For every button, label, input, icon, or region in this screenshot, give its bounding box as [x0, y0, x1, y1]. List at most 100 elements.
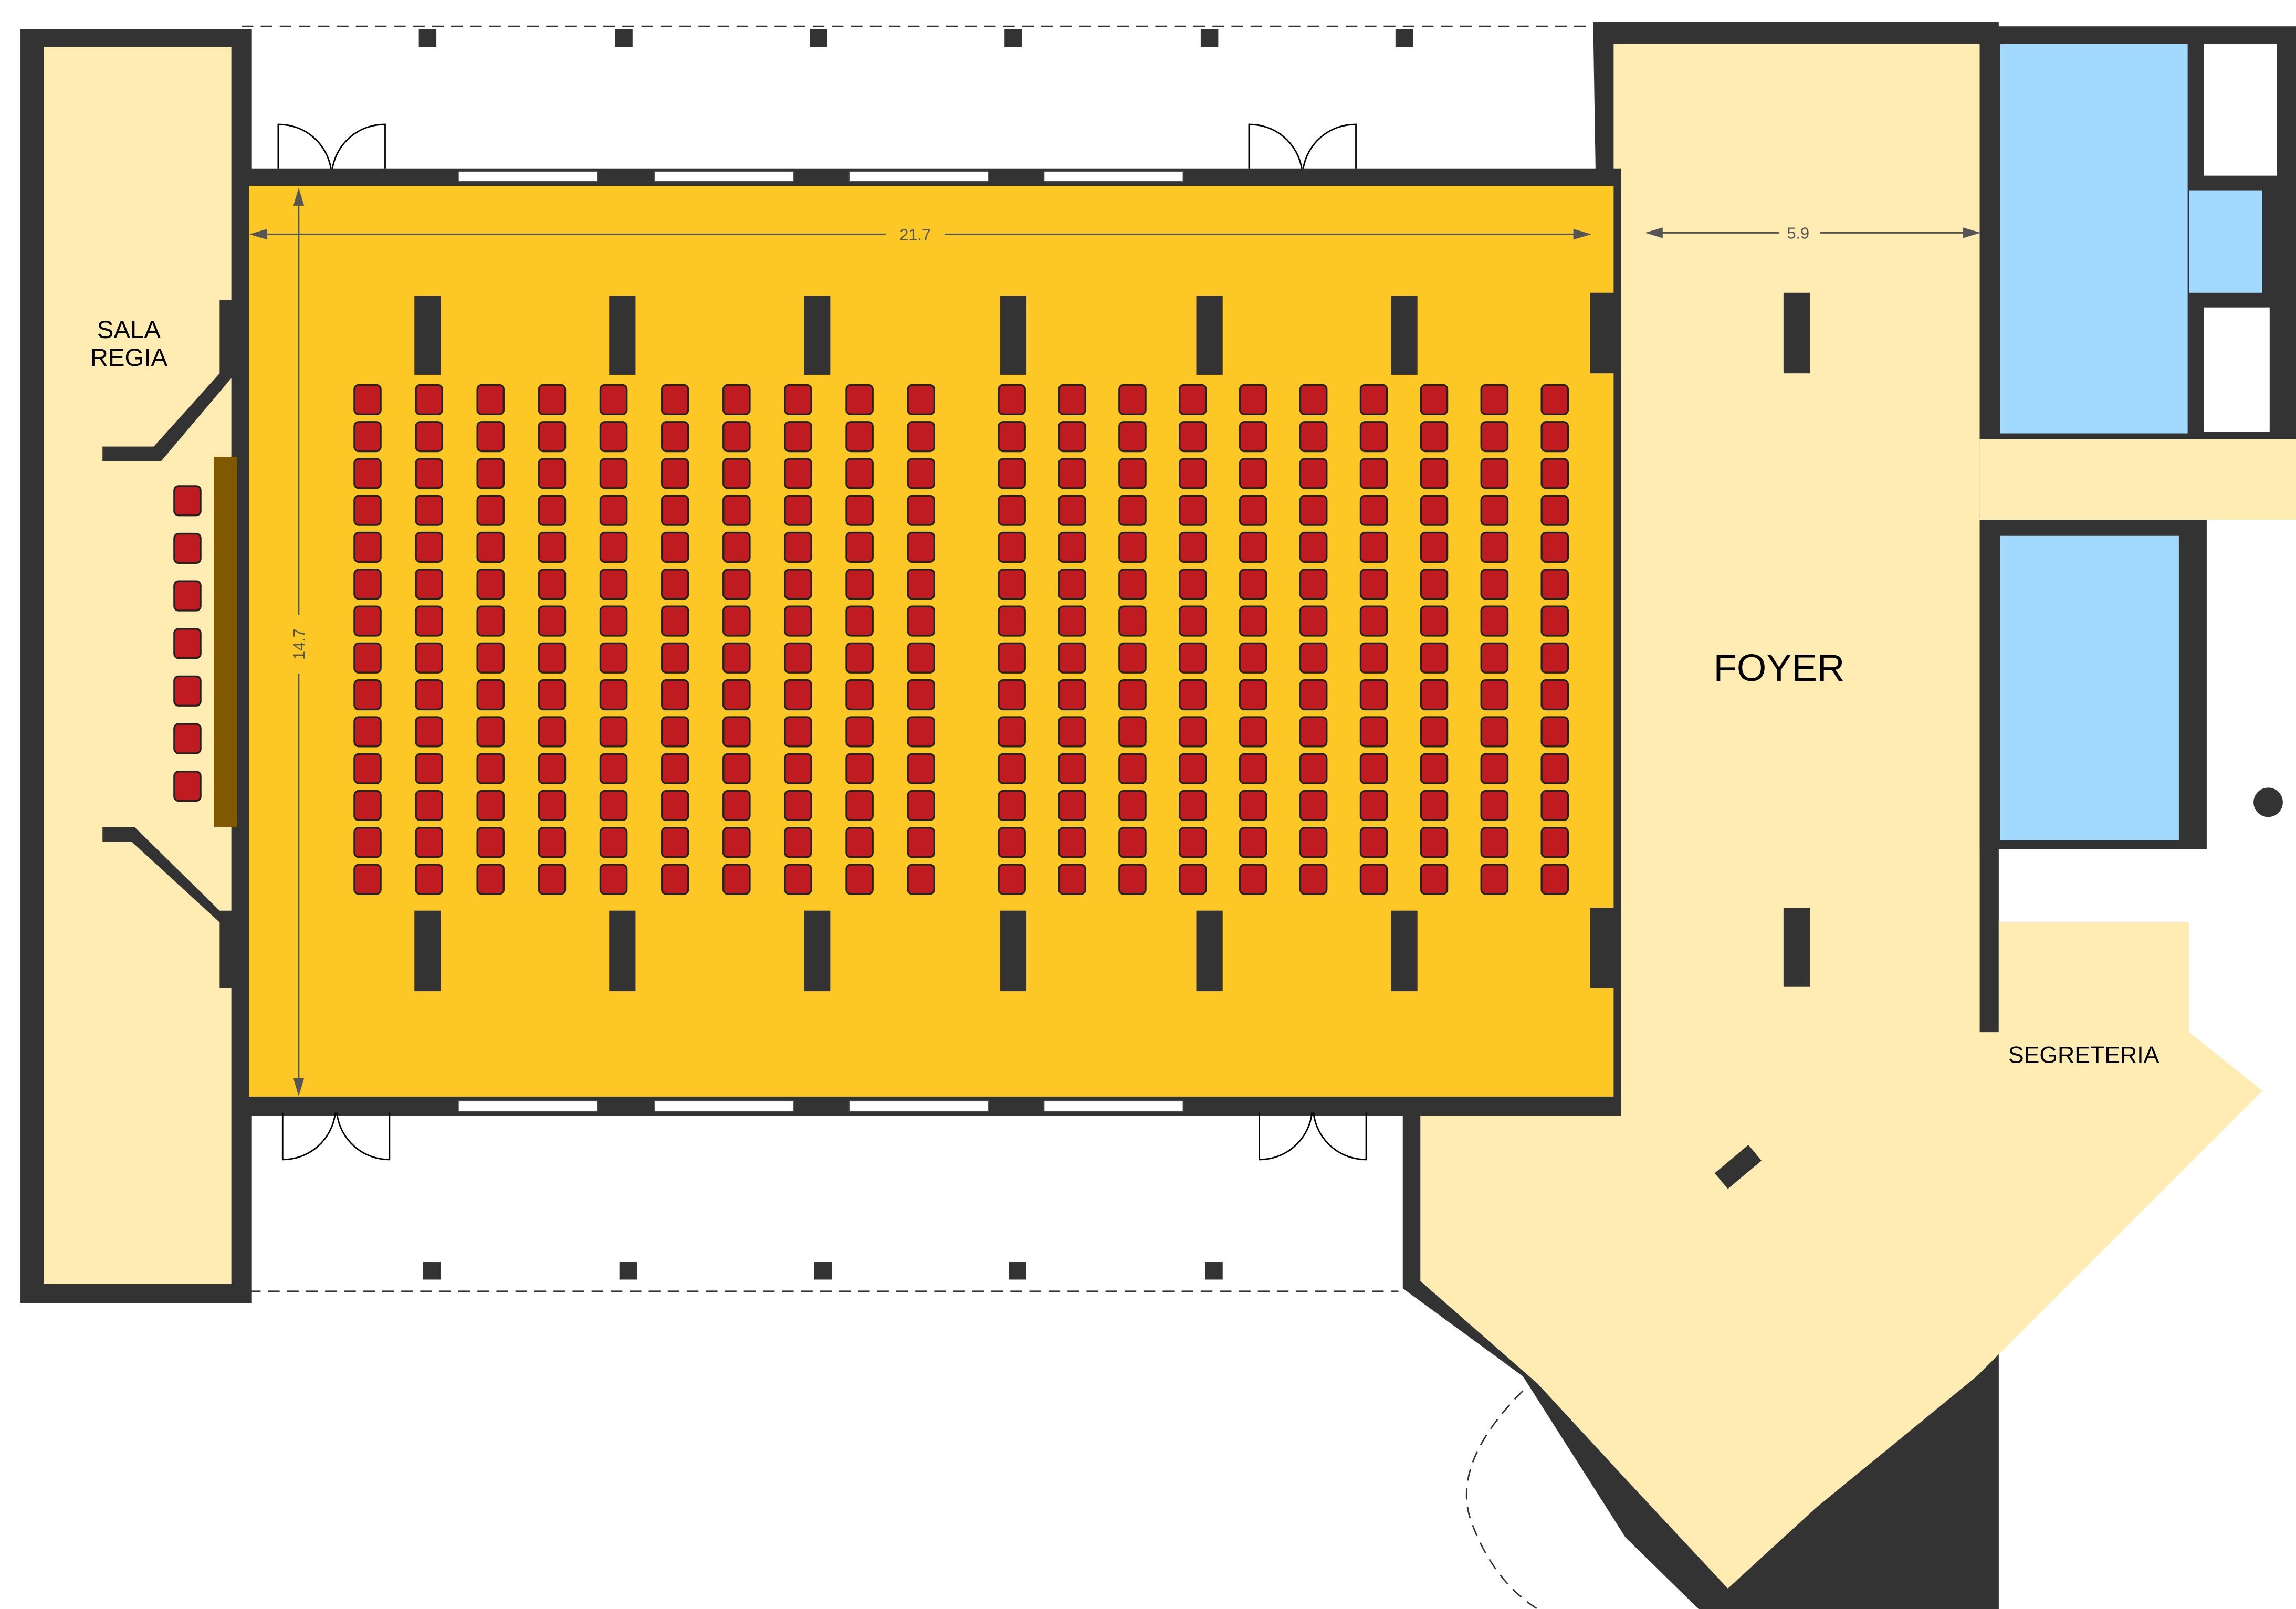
seat[interactable]	[1480, 531, 1509, 563]
seat[interactable]	[998, 495, 1026, 526]
seat[interactable]	[353, 569, 382, 600]
seat[interactable]	[476, 790, 505, 822]
seat[interactable]	[415, 716, 443, 748]
seat[interactable]	[1058, 605, 1086, 637]
seat[interactable]	[1540, 716, 1569, 748]
seat[interactable]	[1118, 790, 1147, 822]
seat[interactable]	[476, 864, 505, 895]
seat[interactable]	[998, 716, 1026, 748]
seat[interactable]	[353, 531, 382, 563]
seat[interactable]	[599, 605, 628, 637]
seat[interactable]	[1359, 421, 1388, 453]
seat[interactable]	[538, 384, 567, 415]
seat[interactable]	[1118, 716, 1147, 748]
seat[interactable]	[1299, 864, 1328, 895]
seat[interactable]	[661, 827, 689, 858]
seat[interactable]	[998, 384, 1026, 415]
seat[interactable]	[599, 569, 628, 600]
seat[interactable]	[353, 495, 382, 526]
seat[interactable]	[1179, 458, 1207, 489]
seat[interactable]	[599, 642, 628, 674]
seat[interactable]	[722, 421, 751, 453]
seat[interactable]	[845, 716, 874, 748]
seat[interactable]	[722, 753, 751, 784]
seat[interactable]	[1179, 421, 1207, 453]
seat[interactable]	[415, 495, 443, 526]
seat[interactable]	[907, 864, 935, 895]
seat[interactable]	[1540, 458, 1569, 489]
seat[interactable]	[661, 605, 689, 637]
seat[interactable]	[1239, 384, 1267, 415]
seat[interactable]	[907, 642, 935, 674]
seat[interactable]	[661, 495, 689, 526]
seat[interactable]	[784, 458, 812, 489]
seat[interactable]	[907, 421, 935, 453]
seat[interactable]	[845, 458, 874, 489]
seat[interactable]	[1239, 827, 1267, 858]
seat[interactable]	[1239, 716, 1267, 748]
seat[interactable]	[1299, 421, 1328, 453]
seat[interactable]	[784, 605, 812, 637]
seat[interactable]	[1058, 495, 1086, 526]
seat[interactable]	[907, 716, 935, 748]
seat[interactable]	[173, 675, 202, 707]
seat[interactable]	[415, 384, 443, 415]
seat[interactable]	[907, 458, 935, 489]
seat[interactable]	[415, 458, 443, 489]
seat[interactable]	[538, 569, 567, 600]
seat[interactable]	[476, 679, 505, 711]
seat[interactable]	[1058, 384, 1086, 415]
seat[interactable]	[599, 716, 628, 748]
seat[interactable]	[1058, 642, 1086, 674]
seat[interactable]	[1239, 864, 1267, 895]
seat[interactable]	[1058, 569, 1086, 600]
seat[interactable]	[173, 485, 202, 517]
seat[interactable]	[1540, 642, 1569, 674]
seat[interactable]	[998, 827, 1026, 858]
seat[interactable]	[1359, 679, 1388, 711]
seat[interactable]	[476, 827, 505, 858]
seat[interactable]	[784, 569, 812, 600]
seat[interactable]	[476, 384, 505, 415]
seat[interactable]	[1359, 458, 1388, 489]
seat[interactable]	[599, 790, 628, 822]
seat[interactable]	[1420, 790, 1449, 822]
seat[interactable]	[722, 569, 751, 600]
seat[interactable]	[1480, 421, 1509, 453]
seat[interactable]	[722, 864, 751, 895]
seat[interactable]	[1058, 531, 1086, 563]
seat[interactable]	[1058, 790, 1086, 822]
seat[interactable]	[661, 531, 689, 563]
seat[interactable]	[1359, 495, 1388, 526]
seat[interactable]	[1359, 753, 1388, 784]
seat[interactable]	[353, 458, 382, 489]
seat[interactable]	[784, 679, 812, 711]
seat[interactable]	[1420, 864, 1449, 895]
seat[interactable]	[722, 716, 751, 748]
seat[interactable]	[1359, 605, 1388, 637]
seat[interactable]	[1179, 495, 1207, 526]
seat[interactable]	[1359, 569, 1388, 600]
seat[interactable]	[599, 864, 628, 895]
seat[interactable]	[998, 679, 1026, 711]
seat[interactable]	[907, 384, 935, 415]
seat[interactable]	[784, 753, 812, 784]
seat[interactable]	[1118, 531, 1147, 563]
seat[interactable]	[907, 495, 935, 526]
seat[interactable]	[353, 421, 382, 453]
seat[interactable]	[538, 864, 567, 895]
seat[interactable]	[353, 753, 382, 784]
seat[interactable]	[1118, 495, 1147, 526]
seat[interactable]	[1420, 716, 1449, 748]
seat[interactable]	[173, 723, 202, 754]
seat[interactable]	[1118, 384, 1147, 415]
seat[interactable]	[1179, 605, 1207, 637]
seat[interactable]	[998, 864, 1026, 895]
seat[interactable]	[661, 864, 689, 895]
seat[interactable]	[1118, 421, 1147, 453]
seat[interactable]	[538, 827, 567, 858]
seat[interactable]	[1540, 790, 1569, 822]
seat[interactable]	[173, 580, 202, 612]
seat[interactable]	[173, 532, 202, 564]
seat[interactable]	[722, 384, 751, 415]
